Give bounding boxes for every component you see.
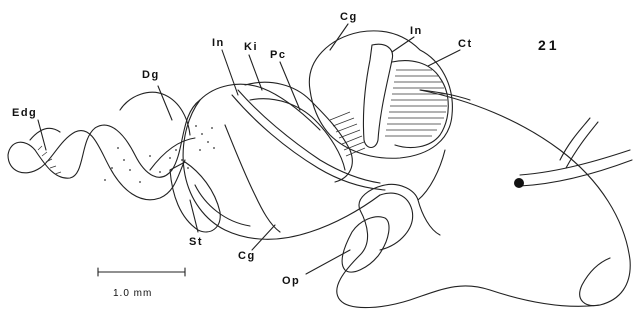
label-ct: Ct <box>458 38 473 50</box>
label-cg-top: Cg <box>340 11 358 23</box>
eye-spot <box>514 178 524 188</box>
label-in-upper-left: In <box>212 37 225 49</box>
ctenidium <box>385 61 448 148</box>
label-edg: Edg <box>12 107 37 119</box>
tentacles <box>520 118 632 186</box>
label-op: Op <box>282 275 300 287</box>
scale-bar <box>98 268 185 276</box>
label-pc: Pc <box>270 49 286 61</box>
figure-number: 21 <box>538 37 560 53</box>
label-st: St <box>189 236 203 248</box>
label-cg-bottom: Cg <box>238 250 256 262</box>
scale-bar-label: 1.0 mm <box>113 288 152 299</box>
label-ki: Ki <box>244 41 258 53</box>
kidney-pericardium <box>232 82 385 190</box>
label-dg: Dg <box>142 69 160 81</box>
label-in-upper-right: In <box>410 25 423 37</box>
